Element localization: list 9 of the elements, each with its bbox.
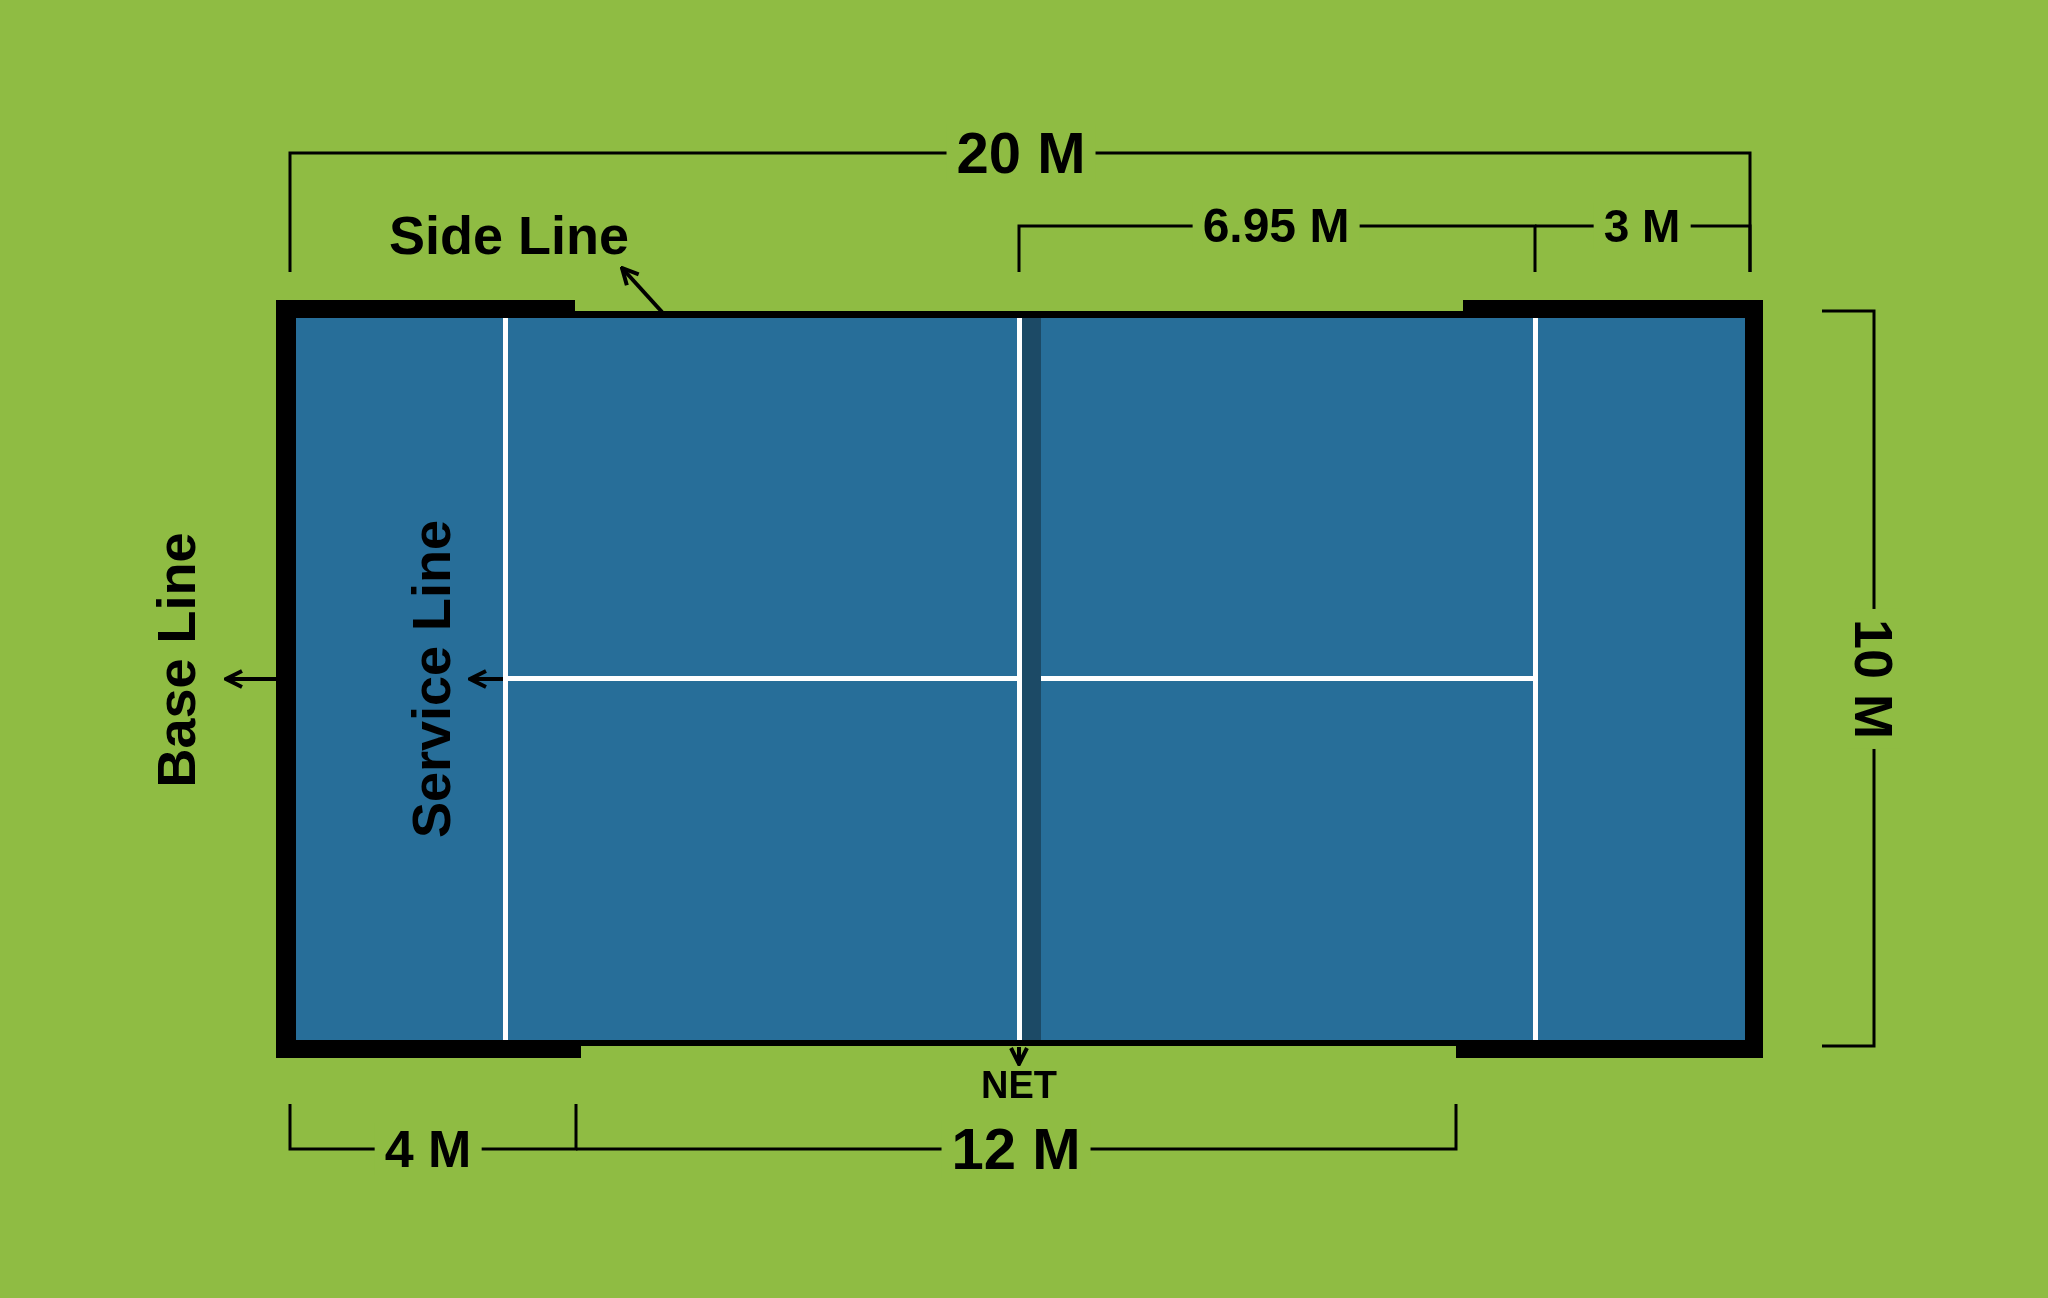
leader-line: [224, 669, 276, 689]
leader-line: [1009, 1046, 1029, 1066]
net: [1017, 318, 1041, 1040]
leader-line: [620, 266, 664, 314]
part-label: Side Line: [389, 208, 629, 262]
part-label: Service Line: [404, 519, 458, 839]
leader-line: [468, 669, 503, 689]
part-label: NET: [981, 1066, 1057, 1104]
part-label: Base Line: [149, 532, 203, 788]
